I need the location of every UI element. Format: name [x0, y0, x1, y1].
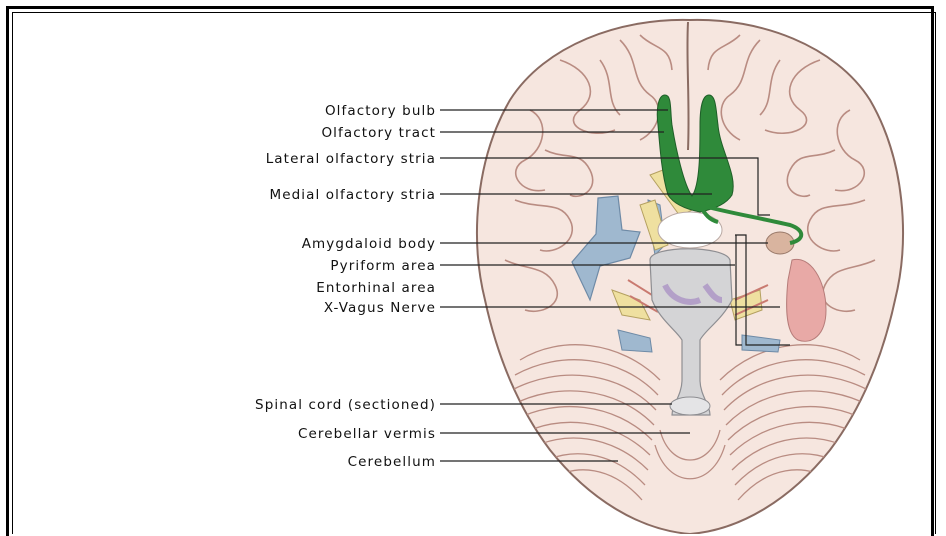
label-amygdaloid-body: Amygdaloid body [302, 236, 436, 252]
label-medial-olfactory-stria: Medial olfactory stria [269, 187, 436, 203]
labels: Olfactory bulb Olfactory tract Lateral o… [255, 103, 436, 470]
label-cerebellar-vermis: Cerebellar vermis [298, 426, 436, 442]
label-spinal-cord: Spinal cord (sectioned) [255, 397, 436, 413]
label-pyriform-area: Pyriform area [330, 258, 436, 274]
label-olfactory-tract: Olfactory tract [321, 125, 436, 141]
label-olfactory-bulb: Olfactory bulb [325, 103, 436, 119]
label-vagus-nerve: X-Vagus Nerve [324, 300, 436, 316]
amygdaloid-body-shape [766, 232, 794, 254]
label-entorhinal-area: Entorhinal area [316, 280, 436, 296]
label-lateral-olfactory-stria: Lateral olfactory stria [266, 151, 436, 167]
label-cerebellum: Cerebellum [348, 454, 436, 470]
